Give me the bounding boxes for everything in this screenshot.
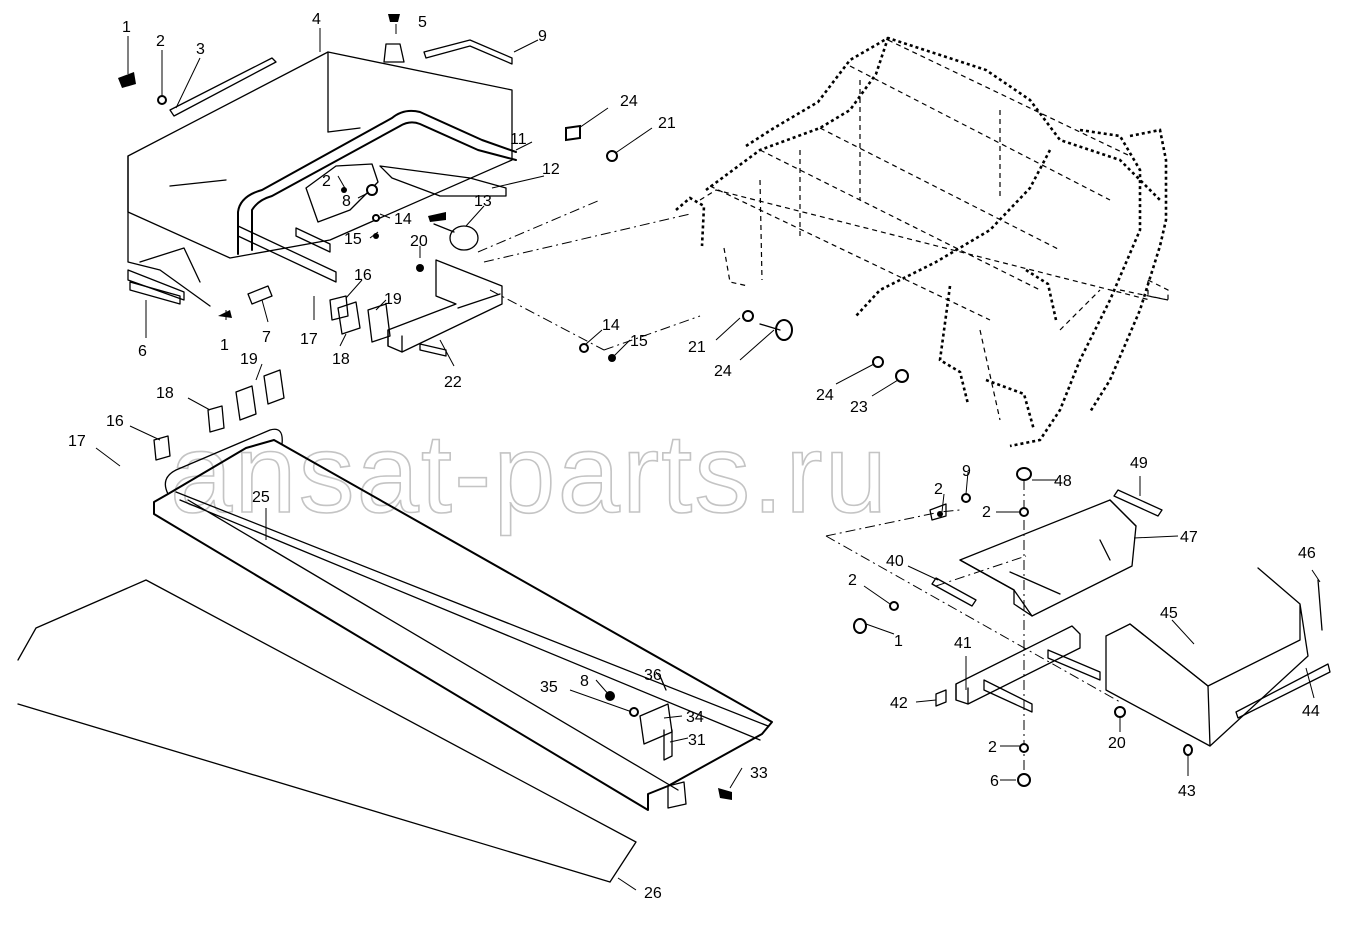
callout-15: 15 [630,333,648,350]
callout-19: 19 [384,291,402,308]
frame-25 [153,428,773,811]
clamp-19-lower-b [263,369,285,405]
callout-15: 15 [344,231,362,248]
callout-34: 34 [686,709,704,726]
callout-17: 17 [300,331,318,348]
watermark-text: ansat-parts.ru [170,411,889,536]
bracket-31 [663,729,673,761]
callout-14: 14 [602,317,620,334]
channel-upper [237,225,337,283]
clamp-19-lower-a [235,385,257,421]
callout-24: 24 [714,363,732,380]
frame-41 [955,625,1101,713]
callout-41: 41 [954,635,972,652]
callout-36: 36 [644,667,662,684]
rod-46 [1317,579,1323,631]
callout-7: 7 [262,329,271,346]
callout-40: 40 [886,553,904,570]
clamp-18-lower [207,405,225,433]
callout-25: 25 [252,489,270,506]
leader-lines [95,24,1321,891]
callout-45: 45 [1160,605,1178,622]
callout-48: 48 [1054,473,1072,490]
callout-20: 20 [1108,735,1126,752]
callout-33: 33 [750,765,768,782]
strip-40 [931,577,977,607]
bracket-34 [639,703,673,745]
alignment-lines [477,199,1121,776]
seat-outline [675,36,1169,448]
bracket-12 [379,165,507,197]
callout-44: 44 [1302,703,1320,720]
callout-46: 46 [1298,545,1316,562]
clamp-16-lower [153,435,171,461]
panel-26 [17,579,637,883]
callout-5: 5 [418,14,427,31]
callout-2: 2 [322,173,331,190]
callout-13: 13 [474,193,492,210]
clamp-19-upper [367,303,391,343]
callout-2: 2 [848,572,857,589]
fasteners [116,14,1193,800]
callout-49: 49 [1130,455,1148,472]
plate-8 [305,163,379,223]
cover-47 [959,499,1137,617]
callout-2: 2 [934,481,943,498]
clamp-16-upper [329,295,349,321]
callout-19: 19 [240,351,258,368]
callout-1: 1 [894,633,903,650]
bracket-6 [129,281,181,305]
callout-23: 23 [850,399,868,416]
callout-47: 47 [1180,529,1198,546]
callout-4: 4 [312,11,321,28]
callout-18: 18 [156,385,174,402]
guard-45 [1105,567,1309,747]
callout-6: 6 [138,343,147,360]
callout-26: 26 [644,885,662,902]
callout-8: 8 [342,193,351,210]
strip-44 [1235,663,1331,719]
callout-9: 9 [538,28,547,45]
callout-9: 9 [962,463,971,480]
mount-13 [449,225,479,251]
strip-49 [1113,489,1163,517]
bracket-9-top [423,39,513,65]
callout-18: 18 [332,351,350,368]
callout-43: 43 [1178,783,1196,800]
bracket-7 [247,285,273,305]
callout-12: 12 [542,161,560,178]
strip-3 [169,57,277,117]
callout-35: 35 [540,679,558,696]
callout-1: 1 [122,19,131,36]
callout-17: 17 [68,433,86,450]
callout-2: 2 [156,33,165,50]
callout-21: 21 [658,115,676,132]
callout-16: 16 [106,413,124,430]
callout-11: 11 [510,131,527,148]
callout-2: 2 [982,504,991,521]
callouts: 1 2 3 4 5 9 24 21 11 12 13 2 8 14 15 20 … [68,11,1320,902]
callout-1: 1 [220,337,229,354]
callout-16: 16 [354,267,372,284]
callout-24: 24 [816,387,834,404]
callout-6: 6 [990,773,999,790]
clamp-18-upper [337,301,361,335]
callout-31: 31 [688,732,706,749]
callout-14: 14 [394,211,412,228]
box-enclosure [127,51,513,307]
callout-3: 3 [196,41,205,58]
frame-22 [387,259,503,357]
callout-8: 8 [580,673,589,690]
callout-2: 2 [988,739,997,756]
callout-22: 22 [444,374,462,391]
plate-small-9 [929,503,947,521]
callout-24: 24 [620,93,638,110]
callout-20: 20 [410,233,428,250]
callout-42: 42 [890,695,908,712]
tab-42 [935,689,947,707]
callout-21: 21 [688,339,706,356]
